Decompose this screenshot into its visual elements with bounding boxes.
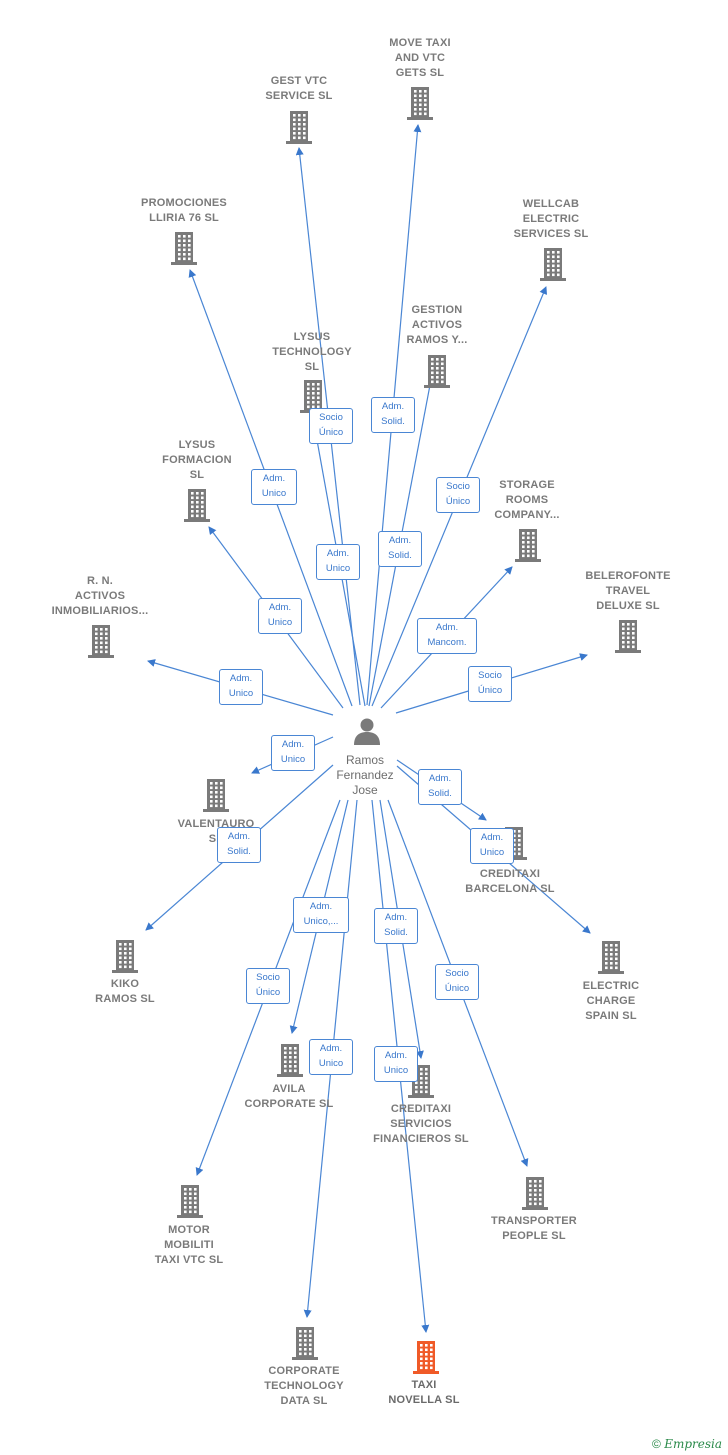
company-label-avila-corporate[interactable]: AVILA CORPORATE SL bbox=[244, 1083, 334, 1110]
company-label-kiko-ramos[interactable]: KIKO RAMOS SL bbox=[95, 978, 155, 1005]
role-badge-storage-rooms: Adm. Mancom. bbox=[417, 618, 477, 654]
building-icon bbox=[177, 1185, 203, 1218]
building-icon bbox=[88, 625, 114, 658]
role-badge-move-taxi: Adm. Solid. bbox=[378, 531, 422, 567]
role-badge-transporter-people: Socio Único bbox=[435, 964, 479, 1000]
company-node-electric-charge[interactable] bbox=[594, 939, 628, 975]
company-label-storage-rooms[interactable]: STORAGE ROOMS COMPANY... bbox=[494, 479, 560, 521]
building-icon bbox=[424, 355, 450, 388]
role-badge-promociones-lliria: Adm. Unico bbox=[251, 469, 297, 505]
company-label-creditaxi-bcn[interactable]: CREDITAXI BARCELONA SL bbox=[465, 868, 555, 895]
company-label-wellcab[interactable]: WELLCAB ELECTRIC SERVICES SL bbox=[513, 198, 589, 240]
building-icon bbox=[203, 779, 229, 812]
role-badge-motor-mobiliti: Socio Único bbox=[246, 968, 290, 1004]
company-label-promociones-lliria[interactable]: PROMOCIONES LLIRIA 76 SL bbox=[141, 197, 227, 224]
company-node-move-taxi[interactable] bbox=[403, 85, 437, 121]
company-label-corporate-technology[interactable]: CORPORATE TECHNOLOGY DATA SL bbox=[264, 1365, 344, 1407]
role-badge-gestion-activos: Adm. Solid. bbox=[371, 397, 415, 433]
company-node-lysus-formacion[interactable] bbox=[180, 487, 214, 523]
building-icon bbox=[413, 1341, 439, 1374]
footer-brand: © Empresia bbox=[652, 1437, 722, 1451]
building-icon bbox=[615, 620, 641, 653]
role-badge-corporate-technology: Adm. Unico bbox=[309, 1039, 353, 1075]
company-node-promociones-lliria[interactable] bbox=[167, 230, 201, 266]
company-node-avila-corporate[interactable] bbox=[273, 1042, 307, 1078]
role-badge-wellcab: Socio Único bbox=[436, 477, 480, 513]
company-node-motor-mobiliti[interactable] bbox=[173, 1183, 207, 1219]
building-icon bbox=[286, 111, 312, 144]
building-icon bbox=[522, 1177, 548, 1210]
company-label-lysus-formacion[interactable]: LYSUS FORMACION SL bbox=[162, 439, 232, 481]
company-label-lysus-technology[interactable]: LYSUS TECHNOLOGY SL bbox=[272, 331, 352, 373]
company-node-storage-rooms[interactable] bbox=[511, 527, 545, 563]
building-icon bbox=[184, 489, 210, 522]
building-icon bbox=[292, 1327, 318, 1360]
copyright-icon: © bbox=[652, 1437, 661, 1451]
role-badge-rn-activos: Adm. Unico bbox=[219, 669, 263, 705]
building-icon bbox=[598, 941, 624, 974]
role-badge-creditaxi-bcn: Adm. Solid. bbox=[418, 769, 462, 805]
company-node-lysus-technology[interactable] bbox=[296, 378, 330, 414]
company-node-belerofonte[interactable] bbox=[611, 618, 645, 654]
company-label-transporter-people[interactable]: TRANSPORTER PEOPLE SL bbox=[491, 1215, 577, 1242]
role-badge-belerofonte: Socio Único bbox=[468, 666, 512, 702]
role-badge-lysus-formacion: Adm. Unico bbox=[258, 598, 302, 634]
company-node-taxi-novella[interactable] bbox=[409, 1339, 443, 1375]
role-badge-lysus-technology: Socio Único bbox=[309, 408, 353, 444]
company-label-belerofonte[interactable]: BELEROFONTE TRAVEL DELUXE SL bbox=[585, 570, 671, 612]
role-badge-gest-vtc: Adm. Unico bbox=[316, 544, 360, 580]
company-label-rn-activos[interactable]: R. N. ACTIVOS INMOBILIARIOS... bbox=[51, 575, 149, 617]
building-icon bbox=[112, 940, 138, 973]
role-badge-creditaxi-servicios: Adm. Solid. bbox=[374, 908, 418, 944]
company-node-wellcab[interactable] bbox=[536, 246, 570, 282]
building-icon bbox=[277, 1044, 303, 1077]
role-badge-taxi-novella: Adm. Unico bbox=[374, 1046, 418, 1082]
company-label-gestion-activos[interactable]: GESTION ACTIVOS RAMOS Y... bbox=[406, 304, 468, 346]
company-label-move-taxi[interactable]: MOVE TAXI AND VTC GETS SL bbox=[389, 37, 451, 79]
building-icon bbox=[515, 529, 541, 562]
company-node-valentauro[interactable] bbox=[199, 777, 233, 813]
company-node-transporter-people[interactable] bbox=[518, 1175, 552, 1211]
company-node-gestion-activos[interactable] bbox=[420, 353, 454, 389]
company-node-kiko-ramos[interactable] bbox=[108, 938, 142, 974]
company-label-motor-mobiliti[interactable]: MOTOR MOBILITI TAXI VTC SL bbox=[154, 1224, 224, 1266]
company-label-taxi-novella[interactable]: TAXI NOVELLA SL bbox=[388, 1379, 460, 1406]
company-label-gest-vtc[interactable]: GEST VTC SERVICE SL bbox=[265, 75, 333, 102]
building-icon bbox=[540, 248, 566, 281]
company-node-rn-activos[interactable] bbox=[84, 623, 118, 659]
company-label-electric-charge[interactable]: ELECTRIC CHARGE SPAIN SL bbox=[582, 980, 640, 1022]
company-node-gest-vtc[interactable] bbox=[282, 109, 316, 145]
company-label-creditaxi-servicios[interactable]: CREDITAXI SERVICIOS FINANCIEROS SL bbox=[373, 1103, 469, 1145]
role-badge-kiko-ramos: Adm. Solid. bbox=[217, 827, 261, 863]
building-icon bbox=[171, 232, 197, 265]
building-icon bbox=[300, 380, 326, 413]
brand-logo: Empresia bbox=[664, 1437, 722, 1451]
person-name: Ramos Fernandez Jose bbox=[336, 753, 394, 797]
company-node-corporate-technology[interactable] bbox=[288, 1325, 322, 1361]
role-badge-electric-charge: Adm. Unico bbox=[470, 828, 514, 864]
building-icon bbox=[407, 87, 433, 120]
role-badge-valentauro: Adm. Unico bbox=[271, 735, 315, 771]
role-badge-avila-corporate: Adm. Unico,... bbox=[293, 897, 349, 933]
person-icon bbox=[354, 718, 380, 745]
person-node[interactable] bbox=[336, 716, 398, 746]
